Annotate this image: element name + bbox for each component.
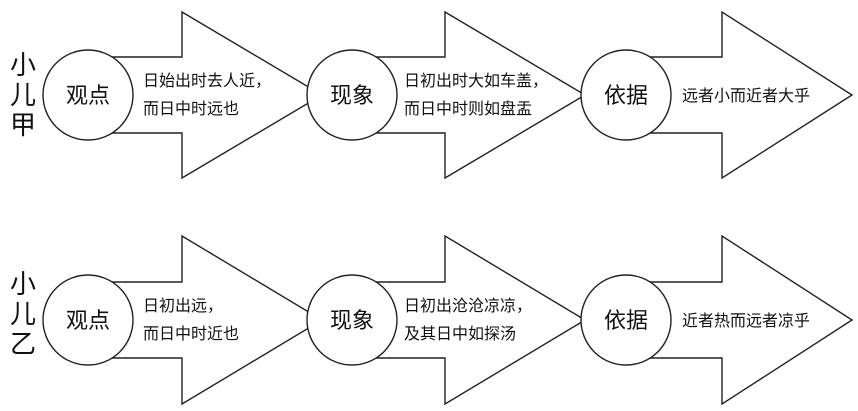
stage-circle-label: 现象 bbox=[330, 84, 374, 109]
stage-text-line: 日初出远， bbox=[143, 296, 223, 315]
stage-circle bbox=[580, 274, 672, 366]
stage-text-line: 日初出时大如车盖， bbox=[404, 71, 548, 90]
row-xiaoer-jia: 小 儿 甲 观点 日始出时去人近， 而日中时远也 现象 日初出时大如车盖， 而日… bbox=[10, 10, 854, 180]
stage-text-line: 而日中时远也 bbox=[143, 99, 239, 118]
stage-text-line: 及其日中如探汤 bbox=[404, 324, 516, 343]
speaker-char: 儿 bbox=[10, 300, 36, 330]
speaker-char: 小 bbox=[10, 270, 36, 300]
stage-circle-label: 依据 bbox=[604, 309, 648, 334]
stage-circle bbox=[306, 274, 398, 366]
stage-text-line: 近者热而远者凉乎 bbox=[682, 311, 810, 330]
stage-text-line: 日始出时去人近， bbox=[143, 71, 271, 90]
stage-circle-label: 观点 bbox=[66, 309, 110, 334]
stage-circle-label: 观点 bbox=[66, 84, 110, 109]
stage-text-line: 远者小而近者大乎 bbox=[682, 86, 810, 105]
stage-text-line: 而日中时近也 bbox=[143, 324, 239, 343]
stage-circle-label: 现象 bbox=[330, 309, 374, 334]
stage-circle bbox=[42, 49, 134, 141]
stage-circle bbox=[42, 274, 134, 366]
speaker-char: 小 bbox=[10, 51, 36, 81]
stage-circle bbox=[580, 49, 672, 141]
speaker-char: 乙 bbox=[10, 330, 36, 360]
stage-text-line: 而日中时则如盘盂 bbox=[404, 99, 532, 118]
speaker-char: 甲 bbox=[10, 111, 36, 141]
stage-text-line: 日初出沧沧凉凉， bbox=[404, 296, 532, 315]
speaker-char: 儿 bbox=[10, 81, 36, 111]
stage-circle bbox=[306, 49, 398, 141]
stage-circle-label: 依据 bbox=[604, 84, 648, 109]
row-xiaoer-yi: 小 儿 乙 观点 日初出远， 而日中时近也 现象 日初出沧沧凉凉， 及其日中如探… bbox=[10, 234, 854, 406]
